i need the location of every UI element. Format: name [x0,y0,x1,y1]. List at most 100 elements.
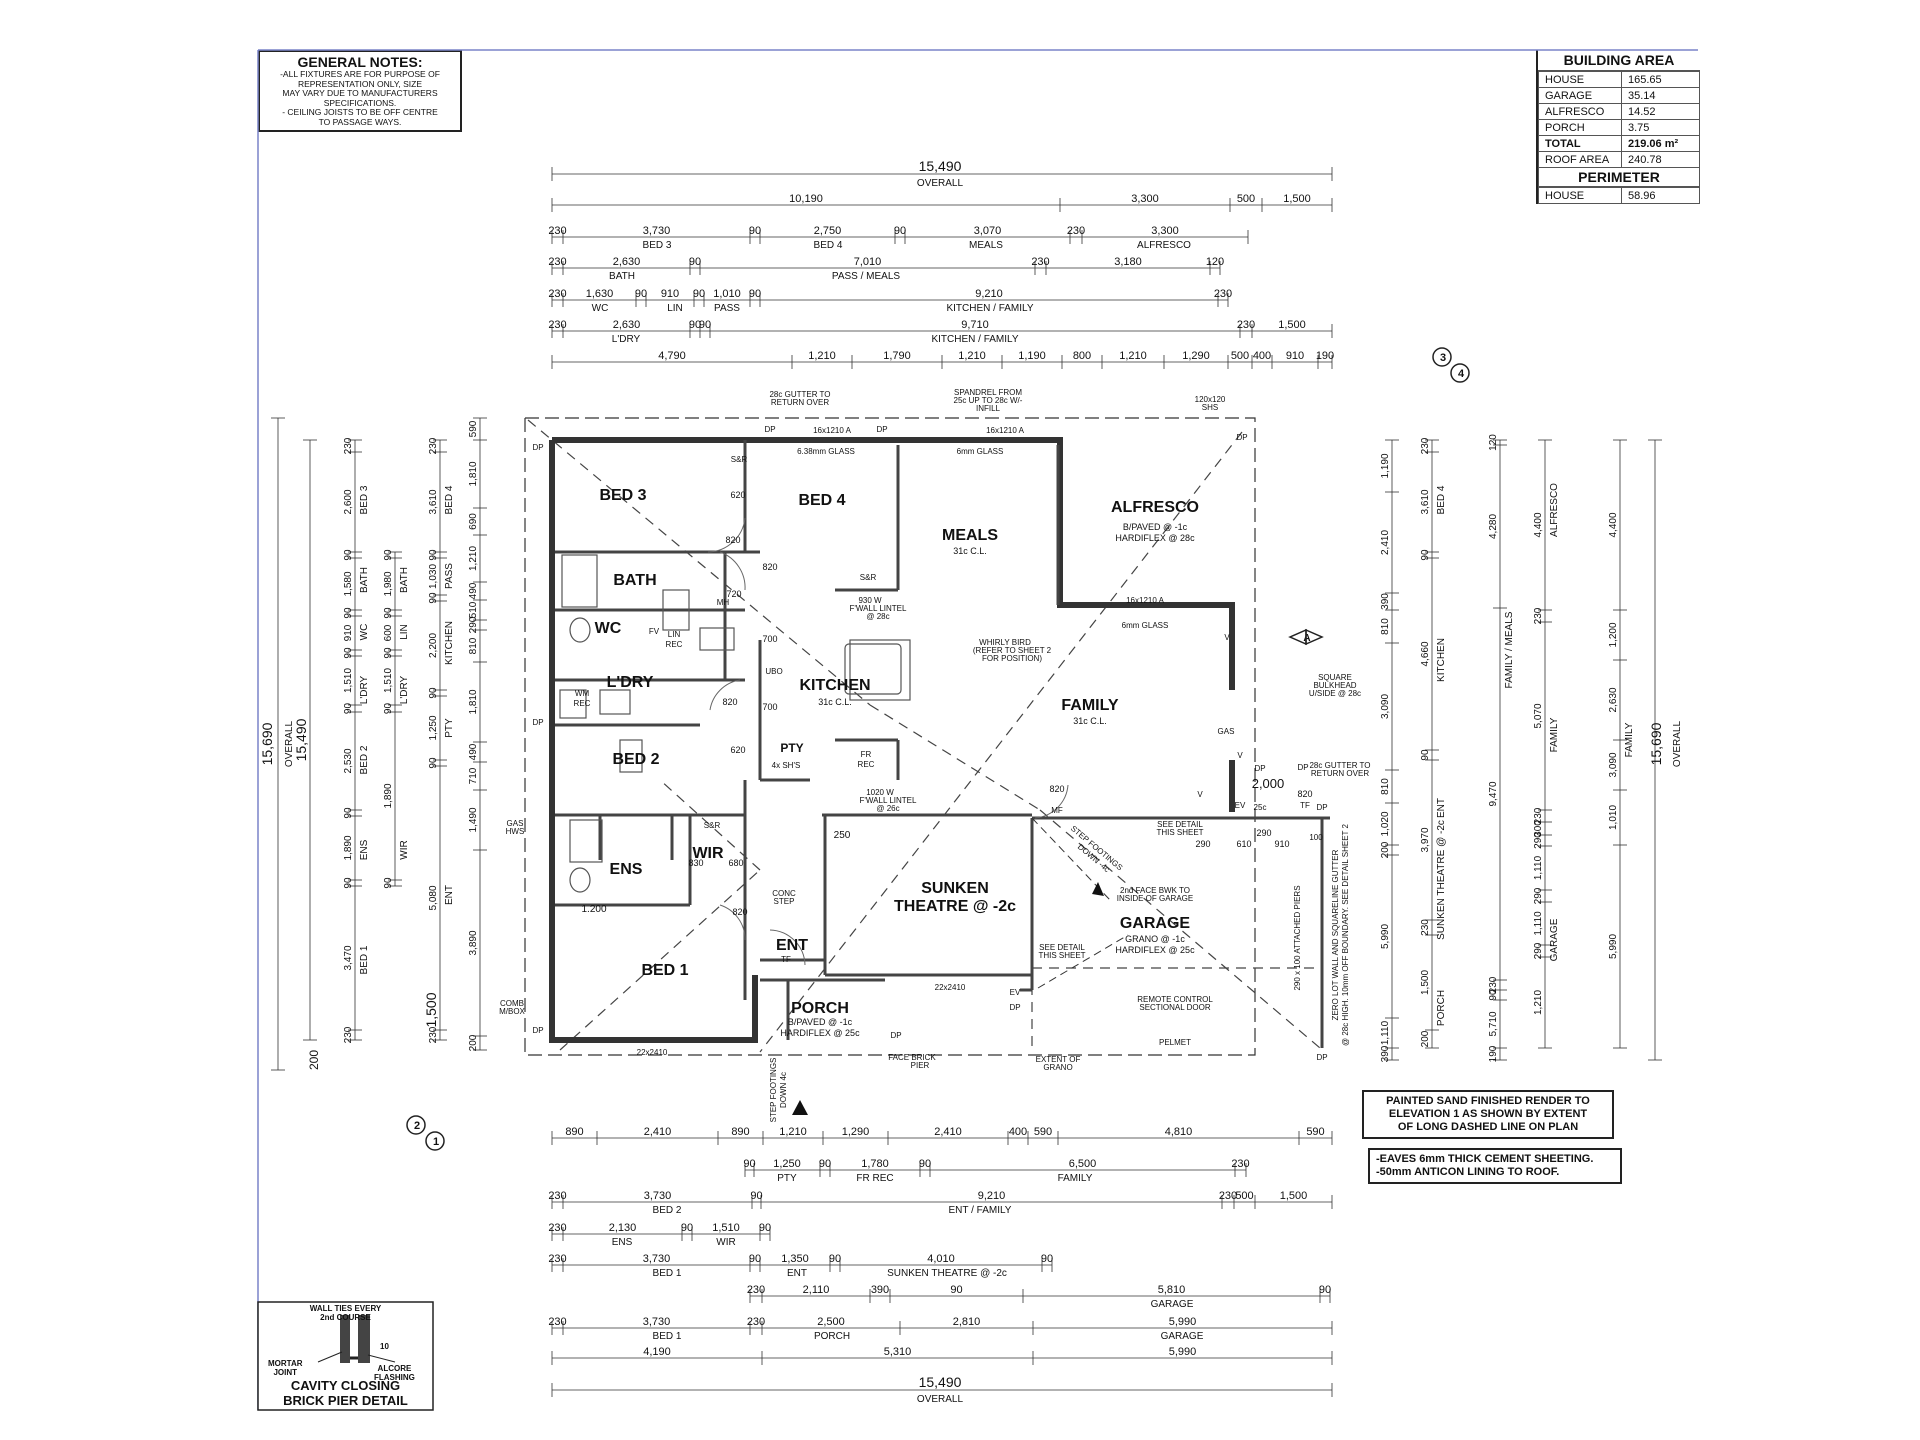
external-walls [549,437,1235,1043]
annotation: SHS [1202,403,1218,412]
dimension-label: PORCH [1436,990,1447,1026]
dimension-label: BED 1 [653,1268,682,1279]
dimension-value: 3,730 [644,1190,672,1202]
annotation: DP [1009,1003,1020,1012]
room-label: GRANO @ -1c [1125,934,1185,944]
dimension-label: OVERALL [284,720,295,767]
annotation: (REFER TO SHEET 2 [973,646,1052,655]
dimension-value: 500 [1237,193,1255,205]
dimension-value: 1,580 [343,571,354,596]
dimension-value: 230 [548,1222,566,1234]
annotation: DP [1236,433,1247,442]
annotation: GAS [507,819,524,828]
annotation: DP [876,425,887,434]
dimension-value: 230 [747,1316,765,1328]
dimension-value: 4,280 [1488,514,1499,539]
annotation: RETURN OVER [1311,769,1369,778]
annotation: COMB [500,999,524,1008]
room-label: HARDIFLEX @ 25c [1115,945,1195,955]
dimension-value: 90 [343,877,354,889]
dimension-value: 1,290 [842,1126,870,1138]
dimension-label: OVERALL [1672,720,1683,767]
dimension-value: 1,020 [1380,811,1391,836]
room-label: BED 2 [612,751,659,768]
dimension-value: 710 [468,767,479,784]
annotation: PELMET [1159,1038,1191,1047]
annotation: 16x1210 A [813,426,851,435]
annotation: REC [574,699,591,708]
dimension-value: 1,110 [1533,911,1544,936]
annotation: V [1197,790,1203,799]
dimension-value: 6,500 [1069,1158,1097,1170]
dimension-value: 2,630 [1608,687,1619,712]
dimension-value: 200 [1380,841,1391,858]
room-label: 31c C.L. [818,697,852,707]
dimension-label: OVERALL [917,1394,964,1405]
dimension-label: BED 4 [1436,485,1447,514]
section-marker-label: 4 [1458,368,1465,380]
dimension-value: 90 [343,549,354,561]
dimension-value: 90 [383,703,394,715]
dimension-value: 190 [1488,1045,1499,1062]
dimension-value: 90 [749,1253,761,1265]
annotation: TF [1300,801,1310,810]
annotation: INFILL [976,404,1001,413]
room-label: WIR [692,845,724,862]
dimension-value: 90 [950,1284,962,1296]
annotation: 16x1210 A [1126,596,1164,605]
dimension-label: WC [359,624,370,641]
dimension-value: 3,090 [1380,694,1391,719]
dimension-value: 10,190 [789,193,823,205]
dimension-label: LIN [667,303,683,314]
dimension-value: 2,630 [613,319,641,331]
annotation: GAS [1218,727,1235,736]
annotation: 28c GUTTER TO [1309,761,1370,770]
dimension-value: 90 [759,1222,771,1234]
ten-label: 10 [380,1342,389,1351]
annotation: 610 [1236,839,1251,849]
annotation: LIN [668,630,681,639]
general-note-line: SPECIFICATIONS. [323,97,397,108]
dimension-value: 5,310 [884,1346,912,1358]
dimension-label: KITCHEN / FAMILY [946,303,1033,314]
dimension-label: BATH [609,271,635,282]
dimension-value: 5,710 [1488,1011,1499,1036]
dimension-value: 910 [1286,350,1304,362]
room-label: FAMILY [1061,697,1119,714]
dimension-value: 5,070 [1533,703,1544,728]
annotation: 820 [722,697,737,707]
dimension-value: 2,600 [343,489,354,514]
dimension-value: 390 [1380,1045,1391,1062]
dimension-value: 5,990 [1608,934,1619,959]
annotation: EXTENT OF [1036,1055,1081,1064]
general-note-line: TO PASSAGE WAYS. [318,116,402,127]
dimension-value: 4,400 [1608,512,1619,537]
annotation: 6mm GLASS [1122,621,1169,630]
area-value: 240.78 [1621,151,1700,168]
dimension-value: 400 [1253,350,1271,362]
dimension-value: 1,010 [713,288,741,300]
dimension-value: 230 [1488,976,1499,993]
dimension-value: 1,510 [343,668,354,693]
dimension-value: 1,630 [586,288,614,300]
general-note-line: REPRESENTATION ONLY, SIZE [297,78,423,89]
dimension-label: FAMILY [1058,1173,1093,1184]
dimension-value: 90 [1420,549,1431,561]
dimension-value: 230 [1420,919,1431,936]
dimension-value: 3,070 [974,225,1002,237]
dimension-value: 2,130 [609,1222,637,1234]
dimension-value: 1,500 [1283,193,1311,205]
annotation: 820 [762,562,777,572]
dimension-value: 90 [1420,749,1431,761]
dimension-value: 230 [1420,437,1431,454]
dimension-value: 810 [1380,618,1391,635]
dimension-value: 120 [1488,434,1499,451]
dimension-value: 90 [343,647,354,659]
area-label: ROOF AREA [1538,151,1622,168]
annotation: 6.38mm GLASS [797,447,855,456]
